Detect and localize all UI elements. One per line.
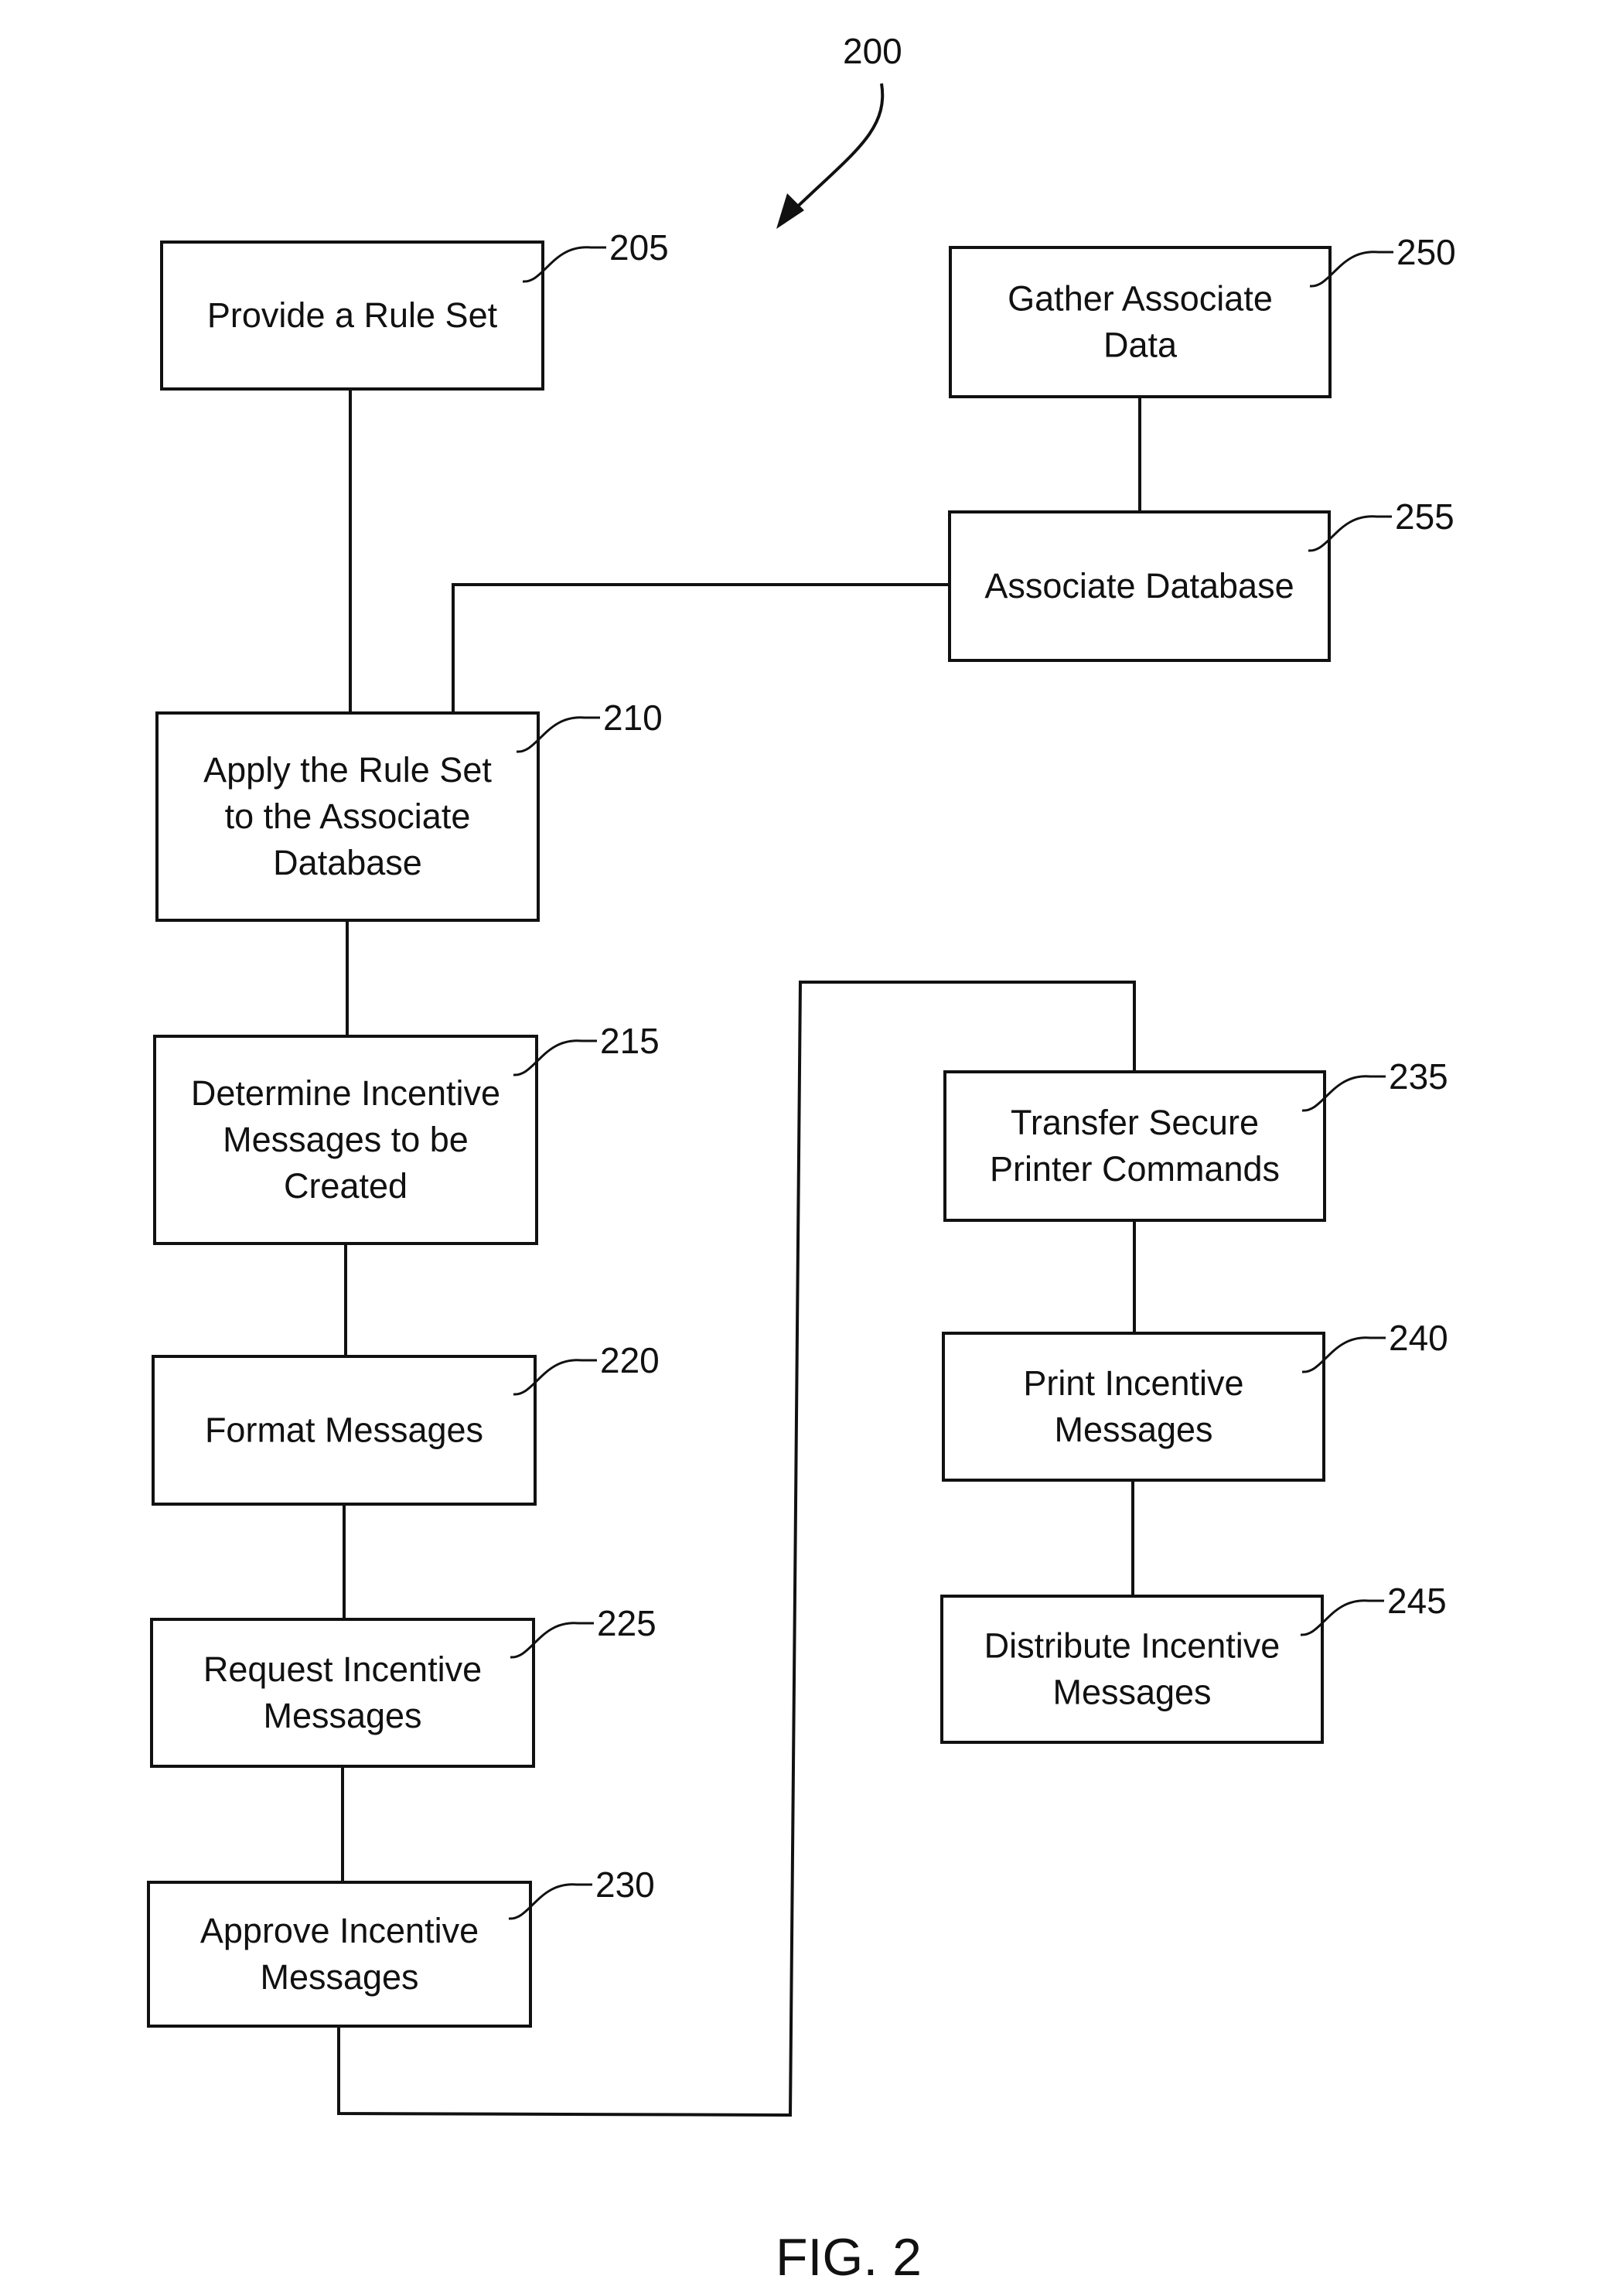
step-box-frame [152, 1619, 534, 1766]
step-label-line: Provide a Rule Set [207, 295, 498, 335]
step-label-line: Messages [1052, 1673, 1211, 1712]
step-235-box: Transfer SecurePrinter Commands 235 [945, 1056, 1448, 1220]
step-215-box: Determine IncentiveMessages to be Created… [155, 1021, 660, 1244]
step-box-frame [943, 1333, 1324, 1480]
step-label-line: Determine Incentive [191, 1073, 500, 1113]
reference-number: 245 [1387, 1581, 1447, 1621]
reference-number: 235 [1389, 1056, 1448, 1097]
step-label-line: Messages [260, 1957, 418, 1997]
reference-number: 205 [609, 227, 669, 268]
reference-number: 220 [600, 1340, 660, 1380]
step-label-line: Messages to be [223, 1120, 469, 1159]
step-label-line: to the Associate [225, 797, 471, 836]
step-245-box: Distribute IncentiveMessages 245 [942, 1581, 1447, 1742]
figure-pointer-arrowhead [776, 193, 804, 229]
step-label-line: Distribute Incentive [984, 1626, 1281, 1666]
step-box-frame [942, 1596, 1322, 1742]
step-label-line: Transfer Secure [1011, 1103, 1259, 1142]
reference-number: 215 [600, 1021, 660, 1061]
step-label-line: Approve Incentive [200, 1911, 479, 1950]
step-box-frame [148, 1882, 530, 2026]
figure-caption: FIG. 2 [776, 2228, 922, 2287]
reference-number: 230 [595, 1864, 655, 1905]
step-label-line: Data [1103, 326, 1178, 365]
connector-255-210 [453, 585, 950, 713]
step-label-line: Print Incentive [1023, 1363, 1243, 1403]
reference-number: 225 [597, 1603, 656, 1643]
figure-pointer-arrow [787, 84, 882, 217]
step-225-box: Request IncentiveMessages 225 [152, 1603, 656, 1766]
step-label-line: Printer Commands [990, 1149, 1280, 1189]
step-210-box: Apply the Rule Set to the AssociateDataba… [157, 698, 663, 920]
figure-ref-number: 200 [843, 31, 902, 71]
step-label-line: Messages [1054, 1410, 1212, 1449]
step-label-line: Gather Associate [1008, 279, 1273, 319]
reference-number: 240 [1389, 1318, 1448, 1358]
reference-number: 255 [1395, 496, 1454, 537]
step-label-line: Apply the Rule Set [203, 750, 492, 790]
step-label-line: Associate Database [984, 566, 1294, 606]
step-240-box: Print IncentiveMessages 240 [943, 1318, 1448, 1480]
step-box-frame [945, 1072, 1325, 1220]
step-label-line: Format Messages [205, 1411, 483, 1450]
step-230-box: Approve IncentiveMessages 230 [148, 1864, 655, 2026]
reference-number: 250 [1396, 232, 1456, 272]
step-label-line: Created [284, 1166, 408, 1206]
step-255-box: Associate Database 255 [950, 496, 1454, 660]
step-label-line: Request Incentive [203, 1650, 482, 1689]
step-220-box: Format Messages 220 [153, 1340, 660, 1504]
step-box-frame [950, 247, 1330, 397]
step-label-line: Messages [263, 1696, 421, 1735]
step-label-line: Database [273, 843, 422, 882]
reference-number: 210 [603, 698, 663, 738]
step-205-box: Provide a Rule Set 205 [162, 227, 669, 389]
step-250-box: Gather AssociateData 250 [950, 232, 1456, 397]
